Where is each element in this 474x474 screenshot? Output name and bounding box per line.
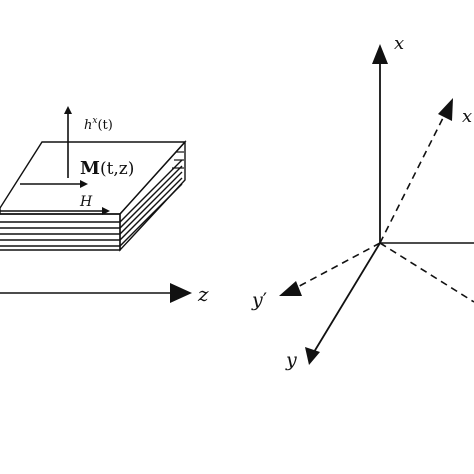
y-axis-arrowhead [305, 347, 320, 365]
x-axis-label: x [394, 33, 404, 54]
x-prime-axis-label: x [462, 106, 472, 127]
slab-side-face [119, 140, 186, 252]
field-label: H [79, 194, 93, 210]
z-axis-arrowhead [170, 283, 192, 303]
x-prime-axis-line [379, 111, 447, 244]
slab-front-face [0, 213, 121, 251]
y-axis-line [313, 242, 381, 353]
slab-group [0, 140, 187, 252]
hx-label: hx(t) [84, 116, 113, 133]
lower-right-dashed-line [379, 242, 474, 303]
y-prime-axis-line [291, 242, 381, 291]
axes-group: x x y′ y [251, 33, 474, 371]
x-prime-axis-arrowhead [438, 98, 453, 121]
y-prime-axis-arrowhead [279, 281, 302, 296]
x-axis-arrowhead [372, 44, 388, 64]
y-prime-axis-label: y′ [251, 289, 267, 311]
z-axis-label: z [197, 282, 209, 306]
slab-side-stripes [172, 151, 184, 169]
y-axis-label: y [285, 349, 297, 371]
magnetization-label: M(t,z) [80, 158, 134, 179]
